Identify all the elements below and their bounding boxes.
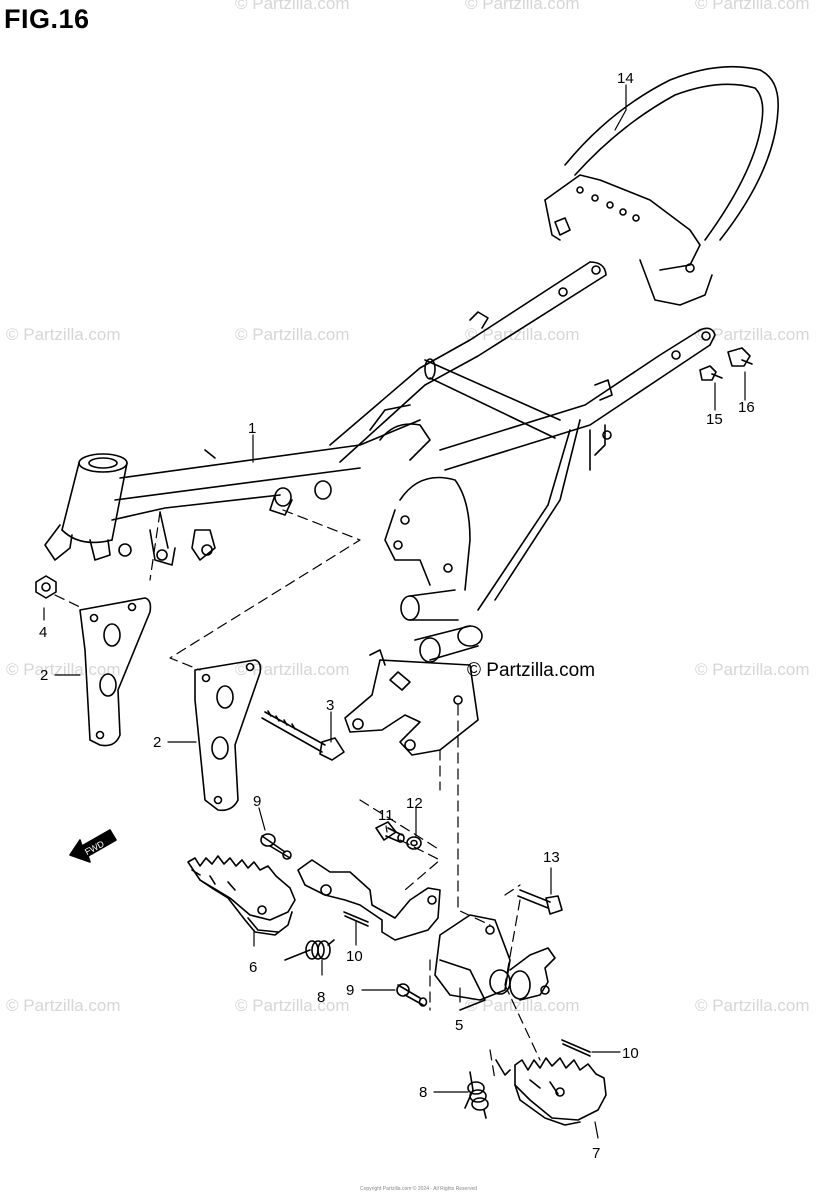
watermark: © Partzilla.com [695, 325, 810, 344]
bolt-part-3 [261, 710, 345, 761]
callout-15: 15 [706, 411, 723, 428]
callout-7: 7 [592, 1145, 600, 1162]
callout-8b: 8 [419, 1084, 427, 1101]
fwd-arrow [69, 829, 117, 863]
footpeg-part-7 [495, 1057, 607, 1126]
watermark: © Partzilla.com [695, 996, 810, 1015]
watermark: © Partzilla.com [465, 325, 580, 344]
watermark: © Partzilla.com [695, 0, 810, 13]
callout-11: 11 [378, 807, 394, 824]
watermark: © Partzilla.com [465, 0, 580, 13]
callout-9b: 9 [346, 982, 354, 999]
footrest-bracket-right [194, 659, 262, 812]
watermark: © Partzilla.com [6, 325, 121, 344]
spring-part-8-lower [464, 1071, 489, 1119]
callout-13: 13 [543, 849, 560, 866]
pin-part-9-upper [260, 833, 292, 860]
watermark: © Partzilla.com [695, 660, 810, 679]
callout-10a: 10 [346, 948, 363, 965]
watermark: © Partzilla.com [465, 996, 580, 1015]
assembly-lines [54, 509, 541, 1081]
watermark: © Partzilla.com [235, 660, 350, 679]
callout-4: 4 [39, 624, 47, 641]
pin-part-9-lower [396, 983, 428, 1007]
figure-title: FIG.16 [4, 4, 90, 34]
watermark: © Partzilla.com [235, 0, 350, 13]
bolt-part-11 [375, 821, 405, 843]
callout-labels: 1 2 2 3 4 5 6 7 8 8 9 9 10 10 11 12 13 1… [39, 70, 755, 1162]
callout-8a: 8 [317, 989, 325, 1006]
callout-1: 1 [248, 420, 256, 437]
watermark-center: © Partzilla.com [467, 660, 596, 681]
callout-2a: 2 [40, 667, 48, 684]
callout-12: 12 [406, 795, 423, 812]
washer-part-12 [406, 836, 422, 850]
leader-lines [43, 84, 746, 1139]
callout-6: 6 [249, 959, 257, 976]
footpeg-part-6 [187, 855, 296, 936]
copyright-line: Copyright Partzilla.com © 2024 - All Rig… [360, 1186, 478, 1192]
bolt-part-16 [727, 347, 753, 367]
watermark: © Partzilla.com [6, 996, 121, 1015]
watermark: © Partzilla.com [235, 996, 350, 1015]
callout-2b: 2 [153, 734, 161, 751]
cotter-pin-part-10-upper [343, 911, 369, 927]
watermark: © Partzilla.com [235, 325, 350, 344]
nut-part-4 [35, 575, 57, 599]
callout-3: 3 [326, 697, 334, 714]
grab-rail-part [544, 65, 779, 306]
callout-5: 5 [455, 1017, 463, 1034]
footrest-bracket-left [79, 597, 152, 747]
callout-14: 14 [617, 70, 634, 87]
frame-part [44, 261, 716, 756]
spring-part-8-upper [284, 939, 335, 961]
callout-16: 16 [738, 399, 755, 416]
watermark: © Partzilla.com [6, 660, 121, 679]
bolt-part-13 [517, 889, 563, 915]
bolt-part-15 [699, 365, 723, 381]
callout-9a: 9 [253, 793, 261, 810]
cotter-pin-part-10-lower [561, 1039, 591, 1057]
footrest-bracket-part-5 [297, 859, 556, 1011]
callout-10b: 10 [622, 1045, 639, 1062]
